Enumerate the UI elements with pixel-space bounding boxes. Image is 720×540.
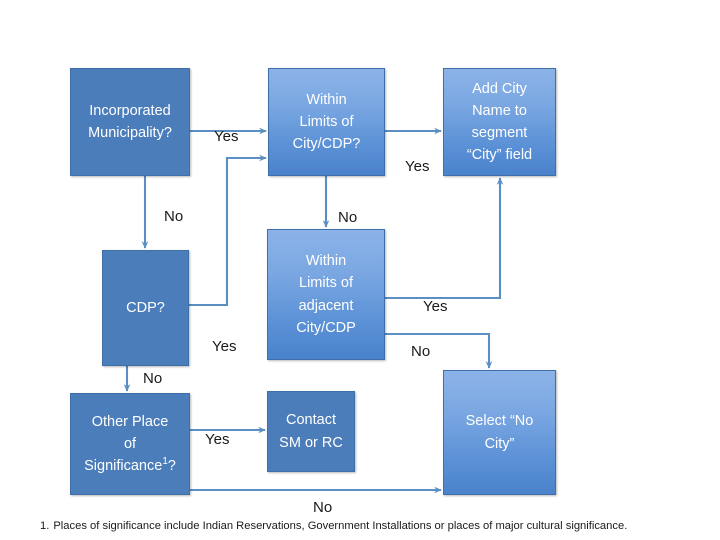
node-label: Within Limits of adjacent City/CDP: [296, 253, 356, 336]
node-label-with-footnote-ref: Significance1?: [84, 456, 176, 475]
node-other-place-significance[interactable]: Other Place of Significance1?: [70, 393, 190, 495]
edge-adjacent-yes: [385, 177, 504, 300]
node-label: Incorporated Municipality?: [88, 102, 172, 141]
node-label: Within Limits of City/CDP?: [292, 91, 361, 153]
edge-label-other-place-no: No: [313, 499, 333, 516]
node-contact-sm-rc[interactable]: Contact SM or RC: [267, 391, 355, 472]
node-label: CDP?: [126, 299, 165, 316]
footnote: 1.Places of significance include Indian …: [40, 519, 712, 533]
node-label: Contact SM or RC: [279, 412, 343, 451]
node-within-limits-adjacent[interactable]: Within Limits of adjacent City/CDP: [267, 229, 385, 360]
edge-adjacent-no: [385, 332, 493, 369]
edge-label-adjacent-yes: Yes: [423, 298, 448, 315]
edge-label-adjacent-no: No: [411, 343, 431, 360]
node-cdp[interactable]: CDP?: [102, 250, 189, 366]
edge-label-other-place-yes: Yes: [205, 431, 230, 448]
node-label: Select “No City”: [465, 413, 534, 452]
node-add-city-name[interactable]: Add City Name to segment “City” field: [443, 68, 556, 176]
node-within-limits-city-cdp[interactable]: Within Limits of City/CDP?: [268, 68, 385, 176]
edge-label-within-limits-no: No: [338, 209, 358, 226]
footnote-number: 1.: [40, 520, 50, 532]
node-label: Other Place of Significance1?: [84, 413, 176, 475]
node-select-no-city[interactable]: Select “No City”: [443, 370, 556, 495]
node-label: Add City Name to segment “City” field: [466, 80, 533, 164]
footnote-text: Places of significance include Indian Re…: [53, 520, 628, 532]
edge-label-cdp-yes: Yes: [212, 338, 237, 355]
edge-label-cdp-no: No: [143, 370, 163, 387]
edge-label-incorporated-yes: Yes: [214, 128, 239, 145]
node-incorporated-municipality[interactable]: Incorporated Municipality?: [70, 68, 190, 176]
edge-label-within-limits-yes: Yes: [405, 158, 430, 175]
footnote-reference: 1: [162, 456, 168, 468]
edge-cdp-yes: [189, 154, 267, 307]
edge-label-incorporated-no: No: [164, 208, 184, 225]
